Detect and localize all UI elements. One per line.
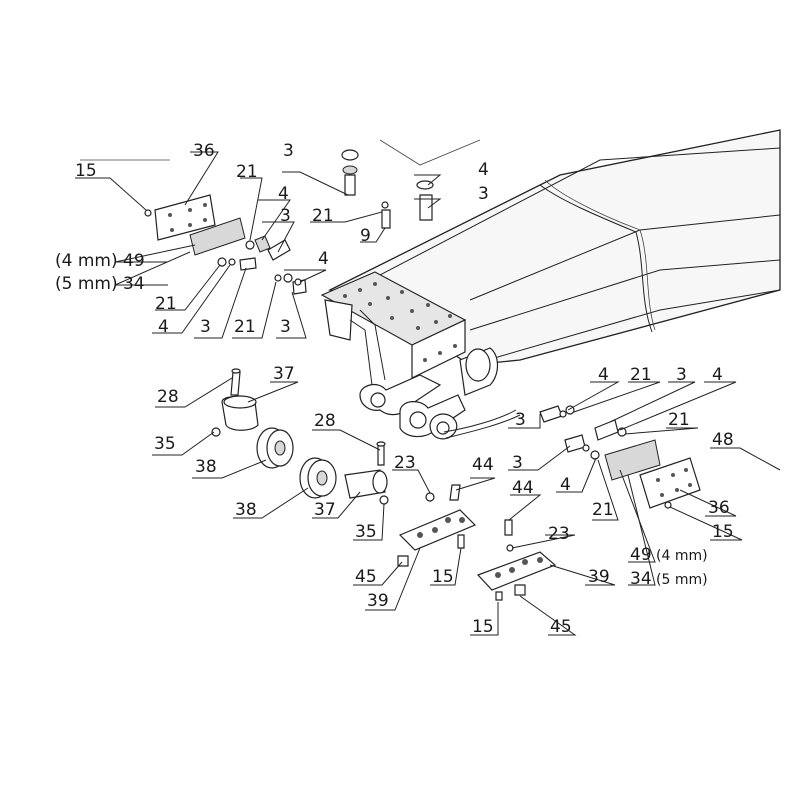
slide-plate-39-left bbox=[397, 484, 477, 567]
callout-49-4mm: (4 mm) 49 bbox=[55, 251, 145, 271]
callout-48: 48 bbox=[712, 430, 734, 450]
callout-28: 28 bbox=[314, 411, 336, 431]
callout-3: 3 bbox=[280, 317, 291, 337]
shim-49-34-right bbox=[604, 439, 661, 481]
wear-pad-36-right bbox=[639, 457, 701, 509]
callout-15: 15 bbox=[75, 161, 97, 181]
bolt-cluster-right bbox=[539, 405, 627, 460]
boom-beam bbox=[320, 129, 781, 440]
callout-21: 21 bbox=[592, 500, 614, 520]
callout-36: 36 bbox=[193, 141, 215, 161]
callout-35: 35 bbox=[355, 522, 377, 542]
callout-49: 49 bbox=[630, 545, 652, 565]
callout-3: 3 bbox=[283, 141, 294, 161]
roller-parts-mid bbox=[299, 441, 389, 505]
callout-34-unit: (5 mm) bbox=[656, 572, 708, 588]
callout-3: 3 bbox=[512, 453, 523, 473]
callout-4: 4 bbox=[278, 184, 289, 204]
callout-23: 23 bbox=[394, 453, 416, 473]
callout-15: 15 bbox=[472, 617, 494, 637]
callout-21: 21 bbox=[630, 365, 652, 385]
callout-49-unit: (4 mm) bbox=[656, 548, 708, 564]
callout-3: 3 bbox=[478, 184, 489, 204]
top-plate-holes bbox=[343, 282, 452, 330]
callout-21: 21 bbox=[668, 410, 690, 430]
callout-4: 4 bbox=[318, 249, 329, 269]
callout-34: 34 bbox=[630, 569, 652, 589]
callout-21: 21 bbox=[312, 206, 334, 226]
roller-parts-left bbox=[211, 368, 294, 469]
callout-38: 38 bbox=[235, 500, 257, 520]
callout-37: 37 bbox=[314, 500, 336, 520]
callout-3: 3 bbox=[280, 206, 291, 226]
callout-3: 3 bbox=[676, 365, 687, 385]
callout-23: 23 bbox=[548, 524, 570, 544]
leader-lines bbox=[75, 151, 781, 636]
callout-45: 45 bbox=[550, 617, 572, 637]
callout-34-5mm: (5 mm) 34 bbox=[55, 274, 145, 294]
callout-3: 3 bbox=[515, 410, 526, 430]
wear-pad-36-top bbox=[154, 194, 216, 241]
shim-49-34-left bbox=[189, 217, 246, 256]
callout-44: 44 bbox=[512, 478, 534, 498]
slide-plate-39-right bbox=[476, 519, 557, 601]
bolt-cluster-left bbox=[217, 235, 307, 295]
panel-corner bbox=[379, 139, 481, 166]
callout-4: 4 bbox=[478, 160, 489, 180]
callout-4: 4 bbox=[560, 475, 571, 495]
callout-44: 44 bbox=[472, 455, 494, 475]
callout-21: 21 bbox=[234, 317, 256, 337]
callout-38: 38 bbox=[195, 457, 217, 477]
callout-45: 45 bbox=[355, 567, 377, 587]
callout-labels: 15 36 3 21 4 3 4 3 21 9 (4 mm) 49 (5 mm)… bbox=[55, 141, 734, 637]
bolt-cluster-top bbox=[341, 149, 434, 229]
screw-15-right bbox=[664, 501, 672, 509]
callout-9: 9 bbox=[360, 226, 371, 246]
callout-21: 21 bbox=[236, 162, 258, 182]
callout-15: 15 bbox=[712, 522, 734, 542]
screw-15-top bbox=[144, 209, 152, 217]
callout-3: 3 bbox=[200, 317, 211, 337]
callout-39: 39 bbox=[367, 591, 389, 611]
callout-28: 28 bbox=[157, 387, 179, 407]
callout-15: 15 bbox=[432, 567, 454, 587]
callout-4: 4 bbox=[598, 365, 609, 385]
callout-35: 35 bbox=[154, 434, 176, 454]
callout-36: 36 bbox=[708, 498, 730, 518]
callout-4: 4 bbox=[712, 365, 723, 385]
callout-37: 37 bbox=[273, 364, 295, 384]
callout-21: 21 bbox=[155, 294, 177, 314]
callout-39: 39 bbox=[588, 567, 610, 587]
callout-4: 4 bbox=[158, 317, 169, 337]
